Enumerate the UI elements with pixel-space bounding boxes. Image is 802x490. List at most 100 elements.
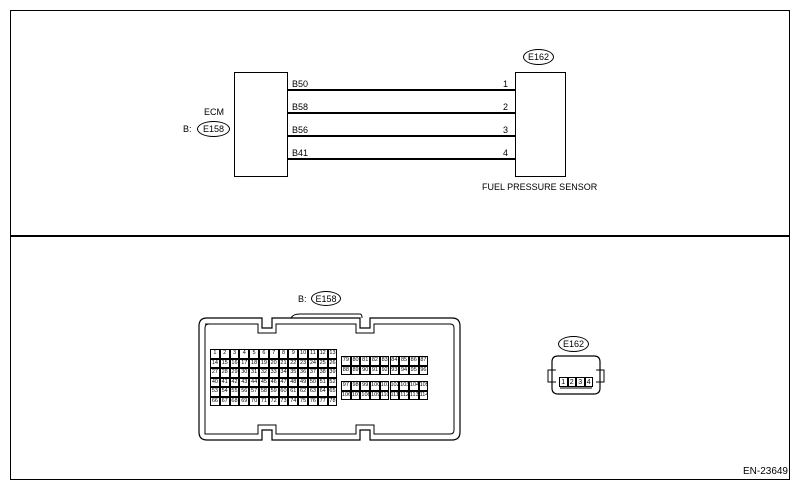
pin-cell: 3 xyxy=(229,349,240,359)
pin-cell: 8 xyxy=(278,349,289,359)
pin-cell: 80 xyxy=(350,356,361,366)
pin-cell: 92 xyxy=(379,365,390,375)
pin-cell: 12 xyxy=(317,349,328,359)
pin-cell: 90 xyxy=(360,365,371,375)
pin-cell: 81 xyxy=(360,356,371,366)
pin-cell: 91 xyxy=(370,365,380,375)
bottom-ecm-connector-oval: E158 xyxy=(311,291,341,306)
pin-cell: 40 xyxy=(210,377,220,387)
pin-cell: 21 xyxy=(278,358,289,368)
pin-cell: 83 xyxy=(379,356,390,366)
pin-cell: 61 xyxy=(288,387,299,397)
pin-cell: 37 xyxy=(308,368,318,378)
pin-cell: 62 xyxy=(298,387,308,397)
wire-4 xyxy=(288,158,515,160)
pin-cell: 16 xyxy=(229,358,240,368)
pin-cell: 75 xyxy=(298,396,308,406)
pin-cell: 17 xyxy=(239,358,250,368)
pin-cell: 78 xyxy=(327,396,338,406)
pin-cell: 69 xyxy=(239,396,250,406)
bottom-ecm-prefix: B: xyxy=(298,294,307,304)
document-id: EN-23649 xyxy=(742,466,788,477)
diagram-frame xyxy=(10,10,790,480)
pin-cell: 106 xyxy=(341,390,351,400)
pin-cell: 19 xyxy=(259,358,269,368)
pin-cell: 14 xyxy=(210,358,220,368)
pin-cell: 28 xyxy=(219,368,230,378)
wire-1-ecm-pin: B50 xyxy=(292,79,309,89)
pin-cell: 85 xyxy=(399,356,409,366)
wire-3 xyxy=(288,135,515,137)
wire-3-ecm-pin: B56 xyxy=(292,125,309,135)
sensor-pin-cell: 4 xyxy=(584,377,593,387)
pin-cell: 101 xyxy=(379,381,390,391)
pin-cell: 59 xyxy=(268,387,279,397)
pin-cell: 47 xyxy=(278,377,289,387)
wire-3-sensor-pin: 3 xyxy=(503,125,509,135)
pin-cell: 22 xyxy=(288,358,299,368)
pin-cell: 4 xyxy=(239,349,250,359)
pin-cell: 87 xyxy=(418,356,429,366)
pin-cell: 99 xyxy=(360,381,371,391)
pin-cell: 97 xyxy=(341,381,351,391)
sensor-pin-cell: 2 xyxy=(567,377,576,387)
sensor-label: FUEL PRESSURE SENSOR xyxy=(482,182,598,192)
pin-cell: 89 xyxy=(350,365,361,375)
pin-cell: 107 xyxy=(350,390,361,400)
pin-cell: 105 xyxy=(418,381,429,391)
pin-cell: 76 xyxy=(308,396,318,406)
pin-cell: 56 xyxy=(239,387,250,397)
pin-cell: 33 xyxy=(268,368,279,378)
pin-cell: 10 xyxy=(298,349,308,359)
pin-cell: 11 xyxy=(308,349,318,359)
pin-cell: 113 xyxy=(408,390,419,400)
pin-cell: 42 xyxy=(229,377,240,387)
pin-cell: 98 xyxy=(350,381,361,391)
wire-2 xyxy=(288,112,515,114)
pin-cell: 64 xyxy=(317,387,328,397)
pin-cell: 7 xyxy=(268,349,279,359)
wire-1 xyxy=(288,89,515,91)
pin-cell: 100 xyxy=(370,381,380,391)
pin-cell: 102 xyxy=(389,381,400,391)
pin-cell: 114 xyxy=(418,390,429,400)
wire-1-sensor-pin: 1 xyxy=(503,79,509,89)
pin-cell: 63 xyxy=(308,387,318,397)
pin-cell: 55 xyxy=(229,387,240,397)
pin-cell: 2 xyxy=(219,349,230,359)
pin-cell: 72 xyxy=(268,396,279,406)
pin-cell: 23 xyxy=(298,358,308,368)
ecm-connector-oval: E158 xyxy=(197,121,230,137)
pin-cell: 15 xyxy=(219,358,230,368)
wire-4-sensor-pin: 4 xyxy=(503,148,509,158)
pin-cell: 94 xyxy=(399,365,409,375)
pin-cell: 73 xyxy=(278,396,289,406)
pin-cell: 52 xyxy=(327,377,338,387)
pin-cell: 13 xyxy=(327,349,338,359)
pin-cell: 35 xyxy=(288,368,299,378)
pin-cell: 67 xyxy=(219,396,230,406)
pin-cell: 49 xyxy=(298,377,308,387)
pin-cell: 84 xyxy=(389,356,400,366)
pin-cell: 26 xyxy=(327,358,338,368)
bottom-sensor-connector-oval: E162 xyxy=(558,336,589,352)
sensor-pin-cell: 3 xyxy=(576,377,585,387)
pin-cell: 111 xyxy=(389,390,400,400)
pin-cell: 29 xyxy=(229,368,240,378)
pin-cell: 65 xyxy=(327,387,338,397)
pin-cell: 66 xyxy=(210,396,220,406)
pin-cell: 41 xyxy=(219,377,230,387)
ecm-prefix: B: xyxy=(183,124,192,134)
pin-cell: 43 xyxy=(239,377,250,387)
pin-cell: 60 xyxy=(278,387,289,397)
pin-cell: 88 xyxy=(341,365,351,375)
pin-cell: 36 xyxy=(298,368,308,378)
wire-2-ecm-pin: B58 xyxy=(292,102,309,112)
pin-cell: 103 xyxy=(399,381,409,391)
pin-cell: 110 xyxy=(379,390,390,400)
wire-2-sensor-pin: 2 xyxy=(503,102,509,112)
pin-cell: 1 xyxy=(210,349,220,359)
pin-cell: 108 xyxy=(360,390,371,400)
pin-cell: 32 xyxy=(259,368,269,378)
